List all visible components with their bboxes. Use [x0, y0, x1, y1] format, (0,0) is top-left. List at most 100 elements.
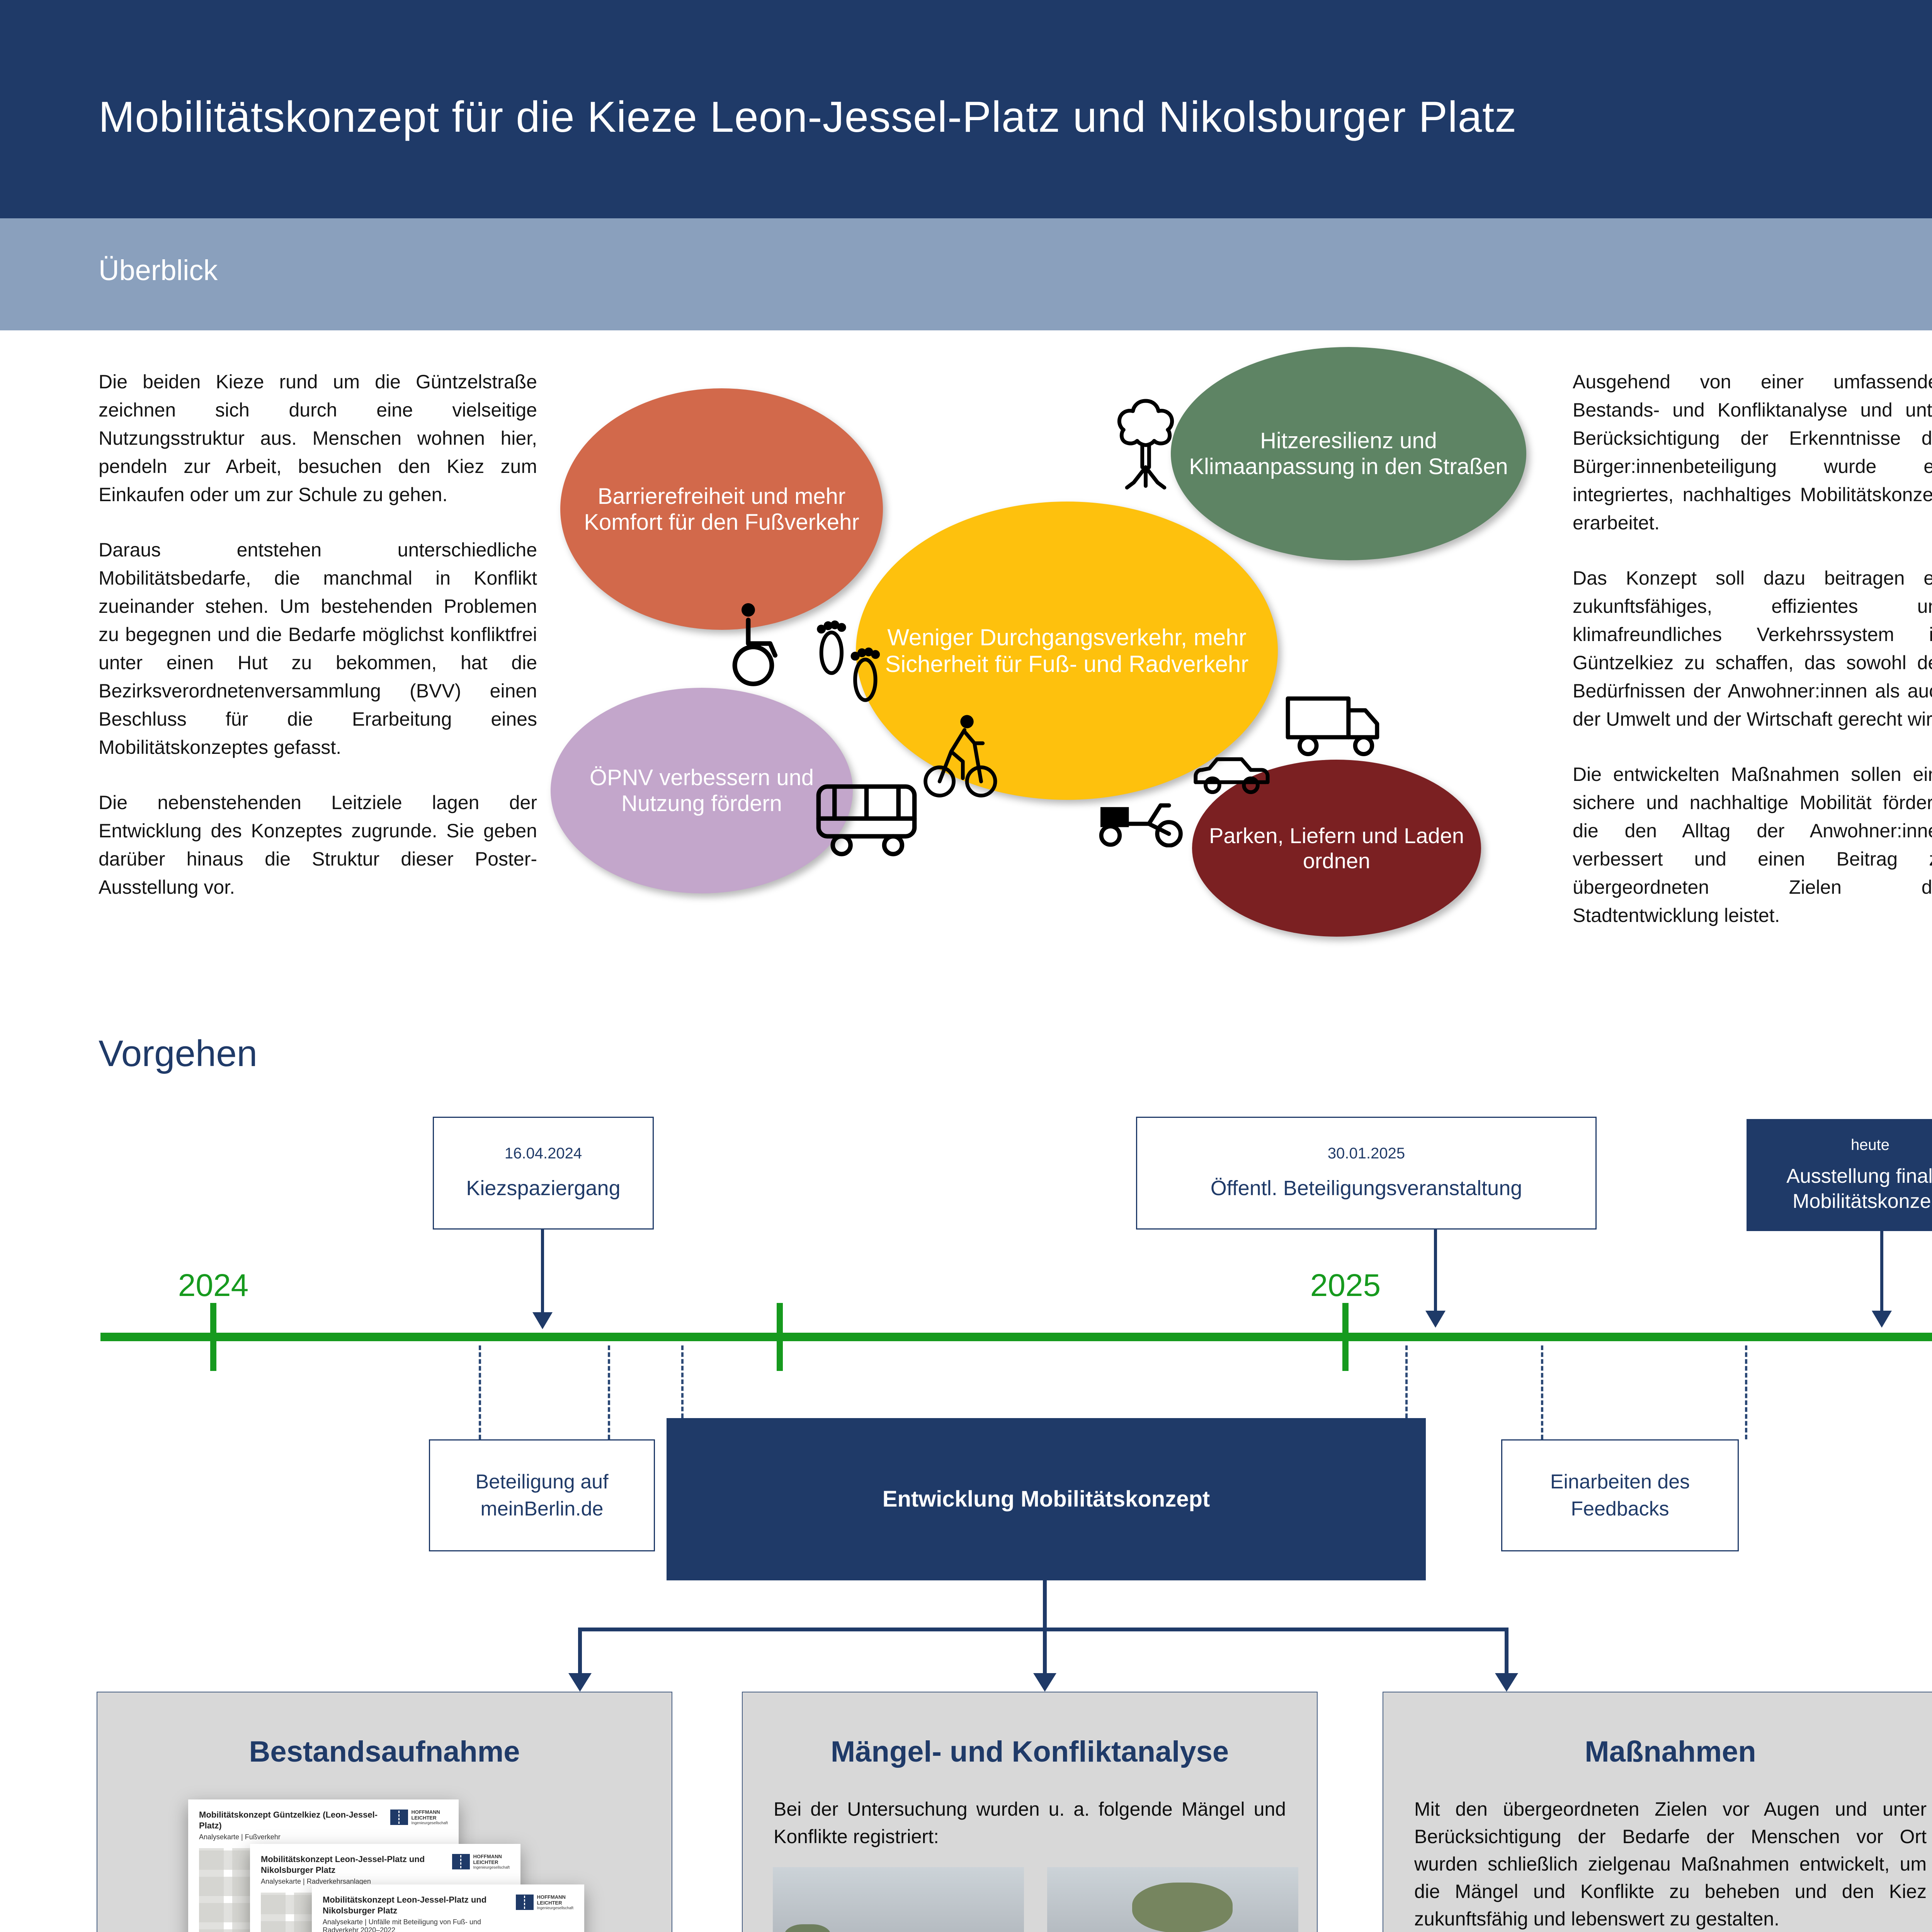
hl-monogram-icon — [516, 1895, 534, 1910]
maengel-intro: Bei der Untersuchung wurden u. a. folgen… — [774, 1798, 1286, 1847]
event-arrow-stem — [1434, 1230, 1437, 1312]
map-card-title: Mobilitätskonzept Güntzelkiez (Leon-Jess… — [199, 1810, 378, 1830]
cyclist-icon — [920, 703, 1003, 800]
hl-name: HOFFMANN — [411, 1809, 440, 1815]
paragraph: Die nebenstehenden Leitziele lagen der E… — [99, 792, 537, 898]
event-label: Ausstellung finales Mobilitätskonzept — [1786, 1165, 1932, 1213]
dashed-connector — [479, 1345, 481, 1439]
car-icon — [1189, 752, 1272, 796]
paragraph: Ausgehend von einer umfassenden Bestands… — [1573, 371, 1932, 534]
event-label: Kiezspaziergang — [466, 1176, 621, 1200]
event-arrowhead-icon — [1425, 1311, 1446, 1328]
map-card-subtitle: Analysekarte | Radverkehrsanlagen — [261, 1878, 371, 1885]
dashed-connector — [1541, 1345, 1543, 1439]
hl-subtitle: Ingenieurgesellschaft — [537, 1906, 573, 1910]
hl-monogram-icon — [452, 1854, 470, 1869]
photo-versiegelung — [1047, 1867, 1298, 1932]
overview-right-column: Ausgehend von einer umfassenden Bestands… — [1573, 368, 1932, 957]
phase-box-feedback: Einarbeiten des Feedbacks — [1501, 1439, 1739, 1551]
connector-stem — [1043, 1580, 1047, 1630]
panel-title: Mängel- und Konfliktanalyse — [830, 1735, 1229, 1768]
hl-name: HOFFMANN — [473, 1854, 502, 1859]
event-arrow-stem — [541, 1230, 544, 1314]
truck-icon — [1283, 692, 1387, 759]
goal-bubble-fussverkehr: Barrierefreiheit und mehr Komfort für de… — [560, 388, 883, 630]
event-date: heute — [1850, 1136, 1890, 1153]
connector-stem — [1505, 1628, 1509, 1675]
dashed-connector — [1745, 1345, 1747, 1439]
process-heading: Vorgehen — [99, 1033, 258, 1074]
hl-subtitle: Ingenieurgesellschaft — [473, 1865, 510, 1870]
panel-title: Maßnahmen — [1585, 1735, 1756, 1768]
paragraph: Die beiden Kieze rund um die Güntzelstra… — [99, 371, 537, 505]
goal-bubble-oepnv: ÖPNV verbessern und Nutzung fördern — [551, 688, 853, 893]
paragraph: Das Konzept soll dazu beitragen ein zuku… — [1573, 567, 1932, 730]
connector-stem — [1043, 1628, 1047, 1675]
dashed-connector — [608, 1345, 610, 1439]
dashed-connector — [681, 1345, 684, 1418]
event-box-kiezspaziergang: 16.04.2024 Kiezspaziergang — [433, 1117, 654, 1230]
bus-icon — [811, 763, 922, 860]
map-card-subtitle: Analysekarte | Unfälle mit Beteiligung v… — [323, 1918, 481, 1932]
goal-bubble-parken: Parken, Liefern und Laden ordnen — [1192, 760, 1481, 937]
map-card-title: Mobilitätskonzept Leon-Jessel-Platz und … — [261, 1854, 425, 1875]
page-title: Mobilitätskonzept für die Kieze Leon-Jes… — [99, 93, 1517, 141]
hl-name: HOFFMANN — [537, 1894, 566, 1900]
analysis-map-stack: Mobilitätskonzept Güntzelkiez (Leon-Jess… — [97, 1793, 673, 1932]
phase-label: Einarbeiten des Feedbacks — [1550, 1470, 1690, 1520]
phase-label: Beteiligung auf meinBerlin.de — [475, 1470, 609, 1520]
event-arrowhead-icon — [1872, 1311, 1892, 1328]
connector-arrowhead-icon — [1495, 1673, 1518, 1692]
timeline-tick-2024 — [210, 1303, 216, 1371]
goal-bubble-klima: Hitzeresilienz und Klimaanpassung in den… — [1171, 347, 1526, 560]
map-card-subtitle: Analysekarte | Fußverkehr — [199, 1833, 281, 1841]
connector-stem — [578, 1628, 582, 1675]
hl-name: LEICHTER — [473, 1859, 498, 1865]
section-band: Überblick — [0, 218, 1932, 330]
massnahmen-intro: Mit den übergeordneten Zielen vor Augen … — [1414, 1798, 1927, 1930]
goal-bubble-durchgangsverkehr: Weniger Durchgangsverkehr, mehr Sicherhe… — [856, 502, 1278, 800]
timeline-tick-mid — [777, 1303, 783, 1371]
panel-bestandsaufnahme: Bestandsaufnahme Mobilitätskonzept Güntz… — [97, 1692, 672, 1932]
header-bar: Mobilitätskonzept für die Kieze Leon-Jes… — [0, 0, 1932, 218]
event-box-beteiligungsveranstaltung: 30.01.2025 Öffentl. Beteiligungsveransta… — [1136, 1117, 1597, 1230]
timeline-year-2025: 2025 — [1310, 1268, 1381, 1303]
event-arrow-stem — [1880, 1231, 1883, 1312]
hl-name: LEICHTER — [537, 1900, 562, 1906]
panel-massnahmen: Maßnahmen Mit den übergeordneten Zielen … — [1383, 1692, 1932, 1932]
hl-monogram-icon — [390, 1810, 408, 1825]
event-date: 30.01.2025 — [1327, 1145, 1405, 1162]
hl-subtitle: Ingenieurgesellschaft — [411, 1821, 448, 1825]
paragraph: Die entwickelten Maßnahmen sollen eine s… — [1573, 764, 1932, 926]
event-label: Öffentl. Beteiligungsveranstaltung — [1210, 1176, 1522, 1200]
footprints-icon — [810, 609, 891, 707]
map-card-unfaelle: Mobilitätskonzept Leon-Jessel-Platz und … — [312, 1884, 584, 1932]
event-box-ausstellung-heute: heute Ausstellung finales Mobilitätskonz… — [1747, 1119, 1932, 1231]
paragraph: Daraus entstehen unterschiedliche Mobili… — [99, 539, 537, 758]
section-label: Überblick — [99, 254, 218, 286]
wheelchair-icon — [719, 598, 787, 689]
cargo-bike-icon — [1095, 795, 1194, 847]
phase-label: Entwicklung Mobilitätskonzept — [882, 1486, 1210, 1512]
event-arrowhead-icon — [532, 1312, 553, 1329]
timeline-year-2024: 2024 — [178, 1268, 249, 1303]
overview-left-column: Die beiden Kieze rund um die Güntzelstra… — [99, 368, 537, 929]
panel-maengelanalyse: Mängel- und Konfliktanalyse Bei der Unte… — [742, 1692, 1318, 1932]
phase-box-entwicklung: Entwicklung Mobilitätskonzept — [667, 1418, 1426, 1580]
phase-box-meinberlin: Beteiligung auf meinBerlin.de — [429, 1439, 655, 1551]
connector-arrowhead-icon — [568, 1673, 592, 1692]
event-date: 16.04.2024 — [504, 1145, 582, 1162]
tree-icon — [1103, 392, 1188, 495]
timeline-tick-2025 — [1342, 1303, 1349, 1371]
timeline-axis — [100, 1333, 1932, 1341]
map-card-title: Mobilitätskonzept Leon-Jessel-Platz und … — [323, 1895, 487, 1915]
connector-arrowhead-icon — [1033, 1673, 1056, 1692]
goal-label: Hitzeresilienz und Klimaanpassung in den… — [1189, 428, 1508, 479]
photo-verkehrsraeume — [773, 1867, 1024, 1932]
panel-title: Bestandsaufnahme — [249, 1735, 520, 1768]
goal-label: Barrierefreiheit und mehr Komfort für de… — [584, 483, 859, 535]
goal-label: ÖPNV verbessern und Nutzung fördern — [589, 765, 814, 816]
